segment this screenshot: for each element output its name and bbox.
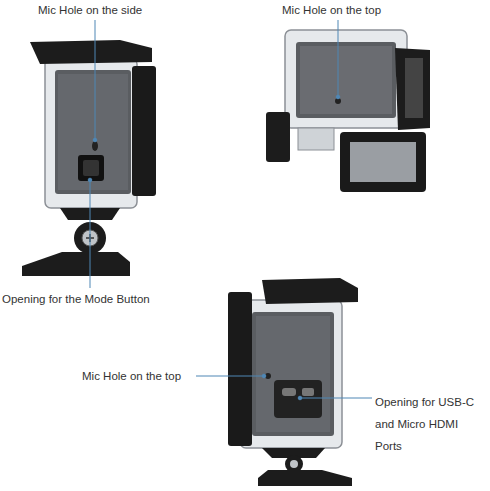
housing-top-view [266,30,430,192]
leader-lines [88,20,372,400]
callout-label: Opening for the Mode Button [2,292,182,307]
callout-label: Opening for USB-C and Micro HDMI Ports [375,391,487,457]
callout-label: Mic Hole on the top [282,3,412,18]
callout-label: Mic Hole on the side [38,3,168,18]
housing-side-view [22,40,156,276]
callout-label: Mic Hole on the top [82,369,194,384]
housing-port-side-view [228,278,358,486]
